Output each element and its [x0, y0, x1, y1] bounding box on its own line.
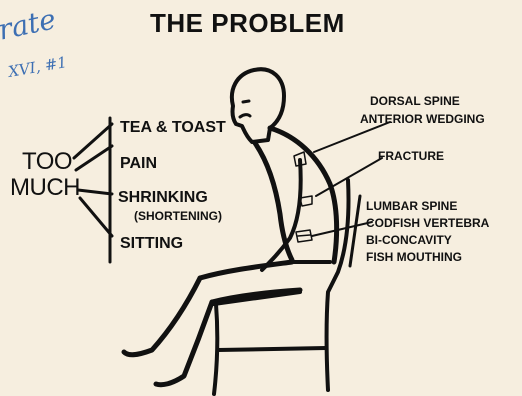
front-shin-line: [124, 278, 200, 355]
thigh-bottom-line: [212, 290, 300, 302]
thigh-top-line: [200, 262, 292, 278]
cause-tea-toast: TEA & TOAST: [120, 120, 226, 136]
lumbar-vertebra-mark: [296, 230, 312, 242]
cause-shortening: (SHORTENING): [134, 210, 222, 222]
too-much-line-3: [78, 190, 112, 194]
eye-mark: [243, 101, 249, 102]
label-fracture: FRACTURE: [378, 150, 444, 162]
label-bi-concavity: BI-CONCAVITY: [366, 234, 452, 246]
label-dorsal-spine: DORSAL SPINE: [370, 95, 460, 107]
lumbar-leader: [312, 222, 372, 236]
label-anterior-wedging: ANTERIOR WEDGING: [360, 113, 485, 125]
cause-shrinking: SHRINKING: [118, 190, 208, 206]
mouth-mark: [240, 115, 250, 117]
too-much-label-line-2: MUCH: [10, 176, 80, 200]
fracture-vertebra-mark: [300, 196, 312, 206]
lumbar-brace: [350, 196, 360, 266]
chair-crossbar: [218, 348, 326, 350]
back-shin-line: [156, 302, 212, 385]
label-codfish-vertebra: CODFISH VERTEBRA: [366, 217, 489, 229]
label-fish-mouthing: FISH MOUTHING: [366, 251, 462, 263]
page-title: THE PROBLEM: [150, 10, 345, 36]
too-much-label-line-1: TOO: [22, 150, 72, 174]
too-much-line-1: [74, 124, 112, 158]
dorsal-leader: [314, 122, 390, 152]
too-much-line-4: [80, 198, 112, 236]
cause-sitting: SITTING: [120, 236, 183, 252]
label-lumbar-spine: LUMBAR SPINE: [366, 200, 457, 212]
cause-pain: PAIN: [120, 156, 157, 172]
